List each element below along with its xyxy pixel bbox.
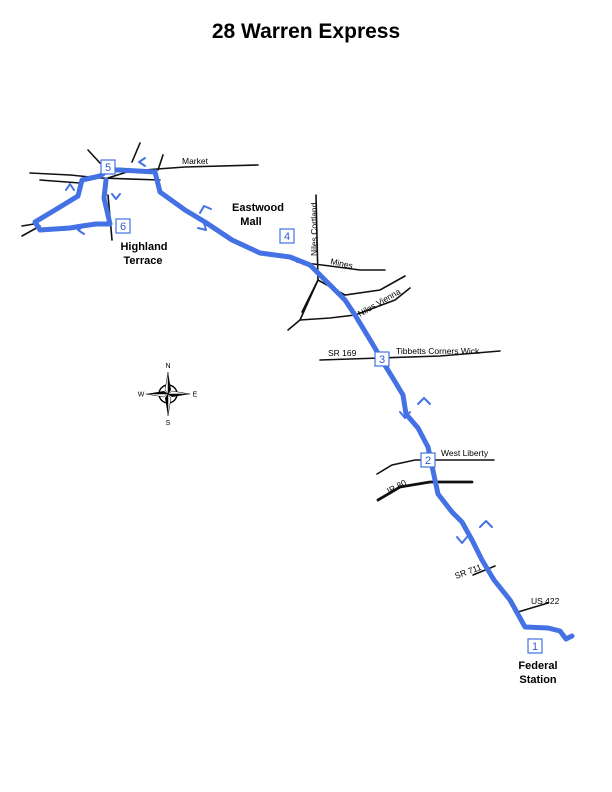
label-ir80: IR 80 [385, 477, 408, 495]
street-labels: Market Niles Cortland Mines Niles Vienna… [182, 156, 560, 606]
label-eastwood-1: Eastwood [232, 202, 284, 214]
map-title: 28 Warren Express [211, 20, 401, 43]
street-west-liberty [376, 459, 495, 475]
arrow-icon [199, 205, 212, 214]
compass-n: N [165, 363, 170, 370]
compass-s: S [166, 420, 171, 427]
street-west-2 [39, 179, 81, 184]
arrow-icon [65, 183, 75, 191]
label-market: Market [182, 156, 209, 166]
street-us422 [517, 602, 549, 613]
arrow-icon [417, 397, 431, 405]
stop-1[interactable]: 1 [527, 638, 543, 654]
stop-2[interactable]: 2 [420, 452, 436, 468]
arrow-icon [138, 157, 146, 167]
label-sr711: SR 711 [453, 562, 483, 581]
stop-markers: 5 6 4 3 2 1 [100, 159, 543, 654]
street-network [21, 142, 549, 613]
label-us422: US 422 [531, 596, 560, 606]
label-mines: Mines [330, 256, 354, 270]
label-federal-2: Station [519, 674, 557, 686]
label-highland-2: Terrace [124, 255, 163, 267]
street-west-1 [29, 172, 161, 181]
street-north-3 [157, 154, 164, 171]
stop-6[interactable]: 6 [115, 218, 131, 234]
bus-route [32, 167, 575, 642]
street-sr711 [472, 565, 496, 576]
label-federal-1: Federal [518, 660, 557, 672]
route-main-line [32, 167, 575, 642]
place-labels: Eastwood Mall Highland Terrace Federal S… [120, 202, 557, 686]
label-tibbetts: Tibbetts Corners Wick [396, 346, 480, 356]
street-sr169 [319, 350, 501, 361]
arrow-icon [479, 520, 493, 528]
street-niles-vienna-3 [287, 319, 301, 331]
svg-text:2: 2 [425, 455, 431, 467]
arrow-icon [399, 411, 411, 419]
stop-4[interactable]: 4 [279, 228, 295, 244]
svg-text:6: 6 [120, 221, 126, 233]
compass-w: W [138, 392, 145, 399]
label-niles-vienna: Niles Vienna [356, 286, 402, 319]
street-mines [296, 261, 386, 271]
arrow-icon [197, 222, 207, 231]
svg-text:3: 3 [379, 354, 385, 366]
arrow-icon [456, 536, 468, 544]
label-highland-1: Highland [120, 241, 167, 253]
street-niles-vienna-1 [299, 275, 406, 321]
svg-text:1: 1 [532, 641, 538, 653]
label-eastwood-2: Mall [240, 216, 261, 228]
label-west-liberty: West Liberty [441, 448, 489, 458]
direction-arrows [65, 157, 493, 544]
svg-text:4: 4 [284, 231, 290, 243]
label-niles-cortland: Niles Cortland [309, 202, 319, 256]
arrow-icon [111, 193, 121, 200]
label-sr169: SR 169 [328, 348, 357, 358]
stop-5[interactable]: 5 [100, 159, 116, 175]
stop-3[interactable]: 3 [374, 351, 390, 367]
street-ir80 [376, 480, 474, 502]
street-north-2 [131, 142, 141, 163]
arrow-icon [77, 225, 85, 235]
compass-rose-icon: N E S W [138, 363, 198, 427]
compass-e: E [193, 392, 198, 399]
street-north-1 [87, 149, 101, 164]
svg-text:5: 5 [105, 162, 111, 174]
street-highland-b [21, 223, 35, 227]
